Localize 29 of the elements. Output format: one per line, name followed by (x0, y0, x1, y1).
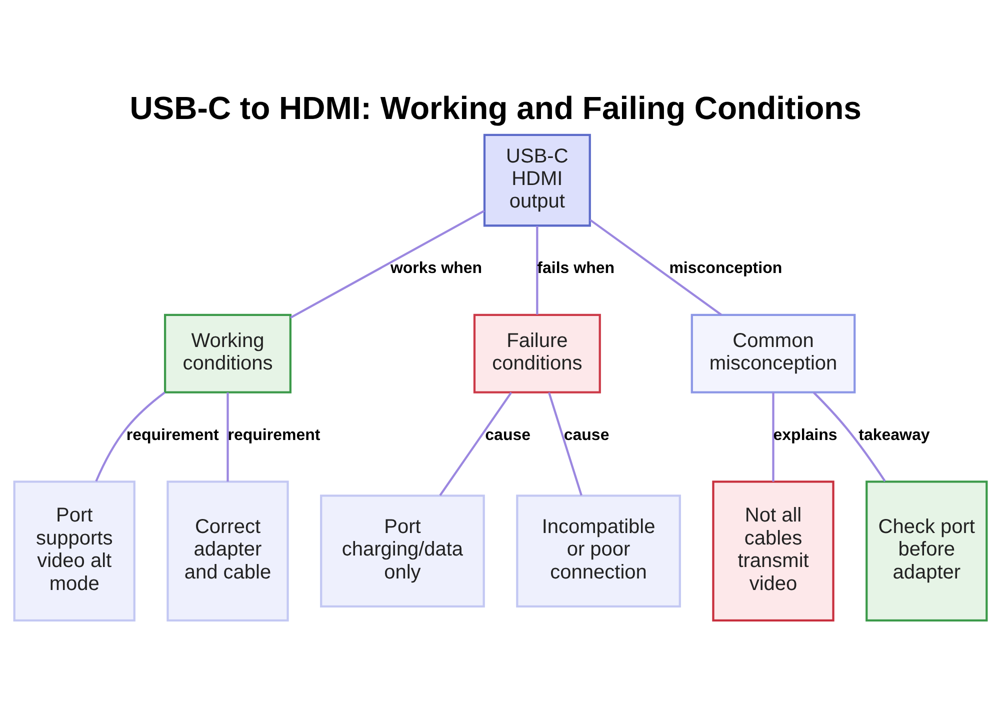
node-box: Correct adapter and cable (166, 480, 288, 622)
node-box: Incompatible or poor connection (516, 494, 680, 608)
node-box: Not all cables transmit video (712, 480, 834, 622)
connector (536, 226, 538, 314)
node-box: Port charging/data only (320, 494, 484, 608)
edge-label: works when (390, 260, 482, 278)
connector (438, 392, 512, 496)
edge-label: explains (772, 426, 837, 444)
node-box: Check port before adapter (865, 480, 988, 622)
node-box: USB-C HDMI output (482, 134, 590, 227)
connector (812, 392, 886, 482)
edge-label: requirement (227, 426, 320, 444)
connector (226, 392, 228, 482)
edge-label: fails when (536, 260, 614, 278)
diagram-title: USB-C to HDMI: Working and Failing Conditions (129, 90, 861, 126)
edge-label: misconception (668, 260, 782, 278)
connector (548, 392, 582, 496)
node-box: Failure conditions (472, 314, 600, 394)
connector (589, 219, 722, 316)
connector (772, 392, 774, 482)
connector (94, 392, 165, 482)
edge-label: takeaway (858, 426, 930, 444)
connector (290, 210, 484, 319)
node-box: Common misconception (690, 314, 856, 394)
edge-label: cause (484, 426, 530, 444)
edge-label: requirement (126, 426, 218, 444)
edge-label: cause (563, 426, 609, 444)
node-box: Port supports video alt mode (12, 480, 135, 622)
node-box: Working conditions (163, 314, 291, 394)
